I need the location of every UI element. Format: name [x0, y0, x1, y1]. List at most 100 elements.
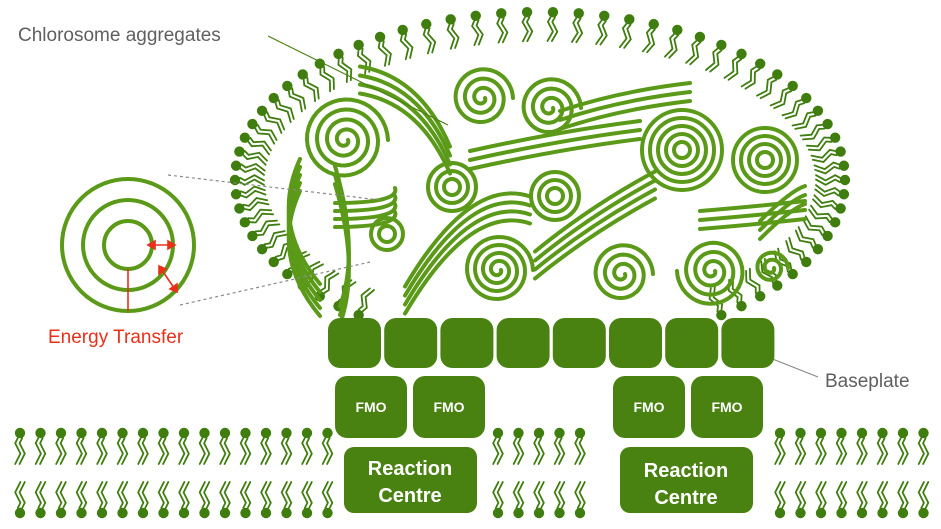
lipid: [219, 481, 231, 519]
lipid: [521, 6, 534, 43]
lipid: [774, 481, 786, 519]
lipid: [247, 118, 278, 145]
lipid: [812, 194, 846, 214]
lipid: [445, 14, 460, 50]
energy-transfer-label: Energy Transfer: [48, 327, 184, 348]
lipid: [268, 92, 295, 123]
lipid: [814, 184, 850, 200]
lipid: [685, 31, 706, 66]
baseplate-unit: [328, 318, 381, 368]
fmo-group-left: FMO FMO: [335, 376, 485, 438]
lipid: [96, 481, 108, 519]
fmo-group-right: FMO FMO: [613, 376, 763, 438]
lipid: [297, 69, 320, 102]
lipid: [137, 427, 149, 465]
fmo-label: FMO: [433, 399, 464, 415]
lipid: [178, 427, 190, 465]
baseplate: [328, 318, 775, 368]
lipid: [794, 481, 807, 519]
reaction-centre-label-line2: Centre: [654, 487, 717, 509]
lipid: [705, 39, 727, 73]
lipid: [856, 481, 868, 519]
fmo-protein: [613, 376, 685, 438]
reaction-centre-box: [620, 447, 753, 513]
lipid: [808, 204, 841, 228]
lipid: [280, 481, 293, 519]
lipid: [856, 427, 868, 465]
lipid: [321, 481, 334, 519]
baseplate-unit: [721, 318, 775, 368]
energy-transfer-arrows: [127, 239, 178, 311]
reaction-centre-label-line1: Reaction: [368, 458, 452, 480]
lipid: [815, 427, 827, 465]
lipid: [815, 481, 827, 519]
lipid: [496, 8, 509, 44]
lipid: [55, 427, 67, 465]
lipid: [723, 48, 747, 81]
fmo-label: FMO: [355, 399, 386, 415]
lipid: [239, 132, 272, 156]
lipid: [14, 427, 26, 465]
lipid: [835, 427, 848, 465]
lipid: [247, 219, 281, 242]
lipid: [96, 427, 108, 465]
lipid: [810, 146, 846, 163]
lipid: [353, 287, 375, 321]
lipid: [897, 427, 909, 465]
lipid: [553, 481, 566, 519]
lipid: [781, 92, 812, 120]
baseplate-unit: [552, 318, 606, 368]
lipid: [75, 427, 88, 465]
lipid: [219, 427, 231, 465]
lipid: [256, 105, 286, 134]
lipid: [595, 10, 610, 46]
lipid: [512, 427, 525, 465]
chlorosome-callout-line: [267, 35, 449, 126]
lipid: [835, 481, 848, 519]
lipid: [917, 481, 930, 519]
zoom-guide-bottom: [179, 261, 371, 306]
lipid: [791, 105, 824, 130]
lipid: [574, 481, 586, 519]
lipid: [374, 31, 392, 67]
baseplate-callout-line: [769, 357, 819, 378]
fmo-label: FMO: [633, 399, 664, 415]
reaction-centre-left: Reaction Centre: [344, 447, 477, 513]
lipid: [239, 427, 252, 465]
baseplate-unit: [384, 318, 438, 368]
lipid: [815, 174, 851, 186]
lipid: [876, 427, 889, 465]
lipid: [55, 481, 67, 519]
lipid: [157, 481, 170, 519]
lipid: [876, 481, 889, 519]
lipid: [75, 481, 88, 519]
lipid: [618, 14, 635, 49]
zoom-guide-top: [167, 174, 381, 201]
lipid: [571, 8, 584, 44]
lipid: [280, 427, 293, 465]
chlorosome-aggregates: [286, 64, 807, 326]
lipid: [116, 481, 129, 519]
baseplate-unit: [440, 318, 494, 368]
lipid: [769, 80, 798, 110]
lipid: [34, 481, 47, 519]
baseplate-unit: [665, 318, 719, 368]
lipid: [230, 160, 266, 176]
lipid: [301, 481, 313, 519]
lipid: [533, 481, 545, 519]
lipid: [397, 24, 414, 61]
cytoplasmic-membrane-bilayer: [14, 427, 930, 519]
lipid: [794, 226, 824, 255]
baseplate-unit: [609, 318, 662, 368]
lipid: [421, 18, 437, 55]
lipid: [512, 481, 525, 519]
lipid: [321, 427, 334, 465]
lipid: [756, 69, 783, 100]
fmo-protein: [413, 376, 485, 438]
lipid: [229, 174, 265, 186]
lipid: [178, 481, 190, 519]
lipid: [234, 146, 268, 166]
lipid: [774, 427, 786, 465]
chlorosome-lipid-monolayer: [229, 6, 851, 321]
reaction-centre-label-line2: Centre: [378, 485, 441, 507]
